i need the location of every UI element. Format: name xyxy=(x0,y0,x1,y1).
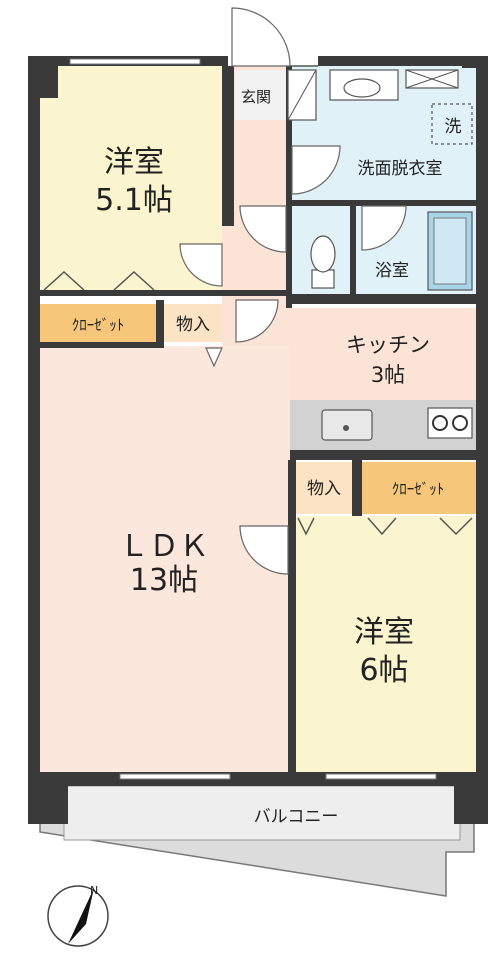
compass: N xyxy=(47,884,109,947)
toilet-icon xyxy=(310,235,336,273)
bathroom-label: 浴室 xyxy=(375,261,409,281)
entrance-door-swing xyxy=(231,7,291,67)
washer-label: 洗 xyxy=(445,117,462,137)
ldk-area xyxy=(40,346,290,772)
toilet-tank xyxy=(311,269,335,289)
balcony-inner xyxy=(63,785,461,841)
entrance-label: 玄関 xyxy=(241,88,271,106)
western-room-1-label: 洋室 xyxy=(104,145,164,180)
kitchen-label: キッチン xyxy=(346,333,430,357)
storage-1-label: 物入 xyxy=(176,315,210,335)
toilet-door xyxy=(239,205,287,253)
storage-2-area xyxy=(296,462,352,514)
western-room-2-area xyxy=(294,516,476,772)
kitchen-size: 3帖 xyxy=(371,363,405,387)
burner-1-icon xyxy=(432,415,448,431)
burner-2-icon xyxy=(452,415,468,431)
closet-1-area xyxy=(40,304,156,342)
balcony-label: バルコニー xyxy=(254,807,339,827)
closet-2-area xyxy=(362,462,476,514)
storage-1-area xyxy=(164,304,222,342)
compass-arrow-icon xyxy=(68,888,94,944)
closet-2-label: ｸﾛｰｾﾞｯﾄ xyxy=(392,480,445,498)
ldk-label: ＬＤＫ xyxy=(119,529,209,564)
hall-door xyxy=(235,299,279,343)
kitchen-sink-icon xyxy=(321,409,373,441)
western-room-2-label: 洋室 xyxy=(354,615,414,650)
kitchen-area xyxy=(290,308,476,400)
stove-icon xyxy=(427,407,473,439)
washroom-door xyxy=(291,145,341,195)
ldk-size: 13帖 xyxy=(130,563,198,598)
washroom-label: 洗面脱衣室 xyxy=(358,159,443,179)
storage-1-door xyxy=(205,347,223,368)
entrance-area xyxy=(235,70,287,120)
sink-icon xyxy=(343,78,381,98)
western-room-2-door xyxy=(239,525,289,575)
bathroom-door xyxy=(361,205,407,251)
closet-1-label: ｸﾛｰｾﾞｯﾄ xyxy=(72,316,125,334)
storage-2-label: 物入 xyxy=(307,479,341,499)
windows xyxy=(69,58,437,780)
western-room-1-size: 5.1帖 xyxy=(95,183,173,218)
washer-space xyxy=(431,103,473,145)
western-room-2-size: 6帖 xyxy=(359,653,408,688)
compass-north-label: N xyxy=(90,884,98,897)
western-room-1-door xyxy=(179,243,223,287)
compass-circle xyxy=(47,885,109,947)
